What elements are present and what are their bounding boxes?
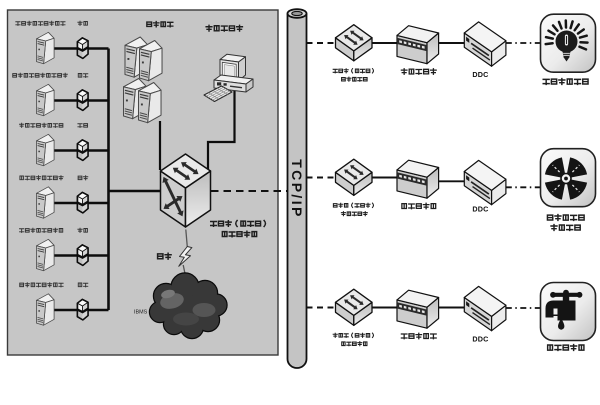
svg-text:DDC: DDC	[472, 70, 488, 79]
svg-text:DDC: DDC	[472, 335, 488, 344]
svg-text:DDC: DDC	[472, 205, 488, 214]
svg-text:IBMS: IBMS	[134, 310, 148, 316]
svg-text:TCP/IP: TCP/IP	[289, 159, 305, 219]
